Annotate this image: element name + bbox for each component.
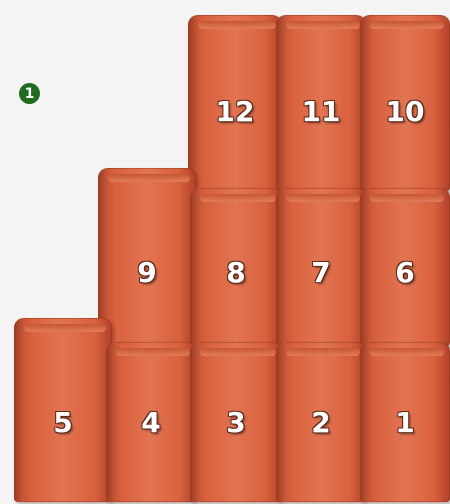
tile-number-label: 9 (98, 256, 196, 289)
roof-tile-6: 6 (360, 188, 450, 346)
tile-number-label: 2 (276, 406, 366, 439)
roof-tile-11: 11 (276, 15, 366, 191)
tile-number-label: 5 (14, 406, 112, 439)
tile-number-label: 7 (276, 256, 366, 289)
roof-tile-10: 10 (360, 15, 450, 191)
tile-number-label: 12 (188, 95, 282, 128)
roof-tile-8: 8 (190, 188, 282, 346)
tile-number-label: 11 (276, 95, 366, 128)
tile-number-label: 10 (360, 95, 450, 128)
step-number-badge: 1 (19, 83, 40, 104)
roof-tile-5: 5 (14, 318, 112, 502)
roof-tile-7: 7 (276, 188, 366, 346)
tile-number-label: 8 (190, 256, 282, 289)
tile-number-label: 3 (190, 406, 282, 439)
roof-tile-12: 12 (188, 15, 282, 191)
roof-tile-9: 9 (98, 168, 196, 346)
roof-tile-1: 1 (360, 342, 450, 502)
tile-number-label: 1 (360, 406, 450, 439)
tile-number-label: 4 (106, 406, 196, 439)
roof-tile-3: 3 (190, 342, 282, 502)
roof-tile-2: 2 (276, 342, 366, 502)
roof-tile-4: 4 (106, 342, 196, 502)
tile-number-label: 6 (360, 256, 450, 289)
